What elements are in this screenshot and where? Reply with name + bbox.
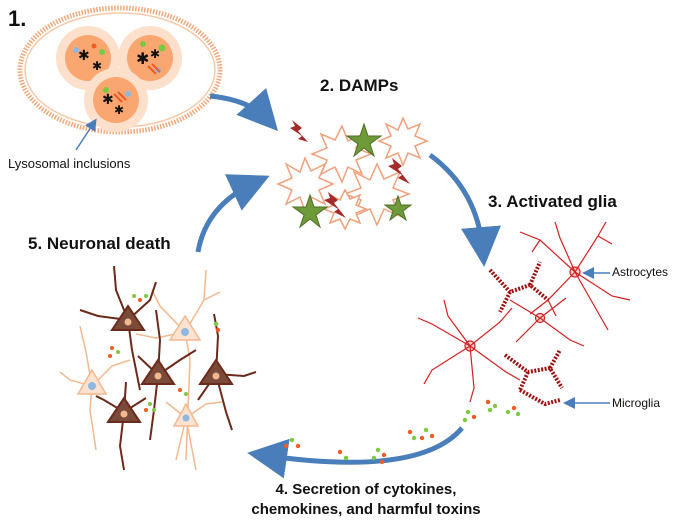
step-4-line-2: chemokines, and harmful toxins (251, 501, 481, 518)
svg-text:✱: ✱ (102, 92, 114, 108)
step-4-label: 4. Secretion of cytokines, chemokines, a… (216, 480, 516, 520)
particle-cluster (485, 399, 498, 413)
astrocyte (417, 299, 521, 403)
arrow-2-to-3 (428, 152, 501, 267)
inclusion-pointer (75, 118, 97, 151)
arrow-3-to-4 (247, 426, 464, 479)
cell-with-inclusions: ✱ ✱ ✱ ✱ ✱ ✱ (17, 5, 223, 151)
healthy-neuron (135, 269, 221, 461)
dying-neuron (137, 309, 197, 441)
step-2-label: 2. DAMPs (320, 76, 399, 95)
particle-cluster (505, 405, 521, 417)
particle-cluster (407, 429, 417, 441)
step-4-line-1: 4. Secretion of cytokines, (275, 481, 457, 498)
healthy-neuron (59, 325, 131, 451)
neuron-particles (108, 294, 221, 412)
arrow-1-to-2 (209, 88, 279, 132)
microglia (488, 261, 564, 407)
damp-lightning (290, 120, 308, 142)
particle-cluster (419, 427, 435, 441)
svg-text:✱: ✱ (92, 59, 102, 73)
microglia-label: Microglia (612, 396, 661, 410)
astrocyte (509, 297, 585, 347)
lysosomal-inclusions-label: Lysosomal inclusions (8, 156, 131, 171)
dying-neuron (197, 313, 257, 431)
damp-star (345, 122, 383, 158)
damp-star (383, 194, 413, 222)
damp-lightning (324, 192, 346, 218)
particle-cluster (462, 409, 477, 423)
damp-burst (377, 116, 429, 167)
damp-star (291, 193, 329, 229)
damp-lightning (388, 158, 410, 184)
secreted-particles (283, 399, 521, 465)
svg-text:✱: ✱ (78, 48, 90, 64)
astrocyte (519, 221, 631, 331)
step-5-label: 5. Neuronal death (28, 234, 171, 253)
damp-burst (276, 156, 335, 214)
neuron-network (59, 265, 257, 471)
particle-cluster (337, 449, 349, 461)
dying-neuron (95, 381, 147, 471)
healthy-neuron (165, 401, 223, 471)
arrow-5-to-2 (195, 174, 270, 253)
particle-cluster (371, 447, 387, 465)
lysosome: ✱ ✱ (84, 68, 148, 132)
astrocytes-label: Astrocytes (612, 265, 669, 279)
svg-text:✱: ✱ (136, 49, 149, 68)
step-1-label: 1. (8, 6, 27, 31)
dying-neuron (79, 265, 157, 391)
step-3-label: 3. Activated glia (488, 192, 617, 211)
cycle-arrows (195, 88, 501, 479)
svg-text:✱: ✱ (150, 47, 160, 61)
activated-glia (417, 221, 631, 409)
svg-text:✱: ✱ (114, 103, 124, 117)
particle-cluster (283, 437, 301, 449)
damps-cluster (276, 116, 429, 231)
